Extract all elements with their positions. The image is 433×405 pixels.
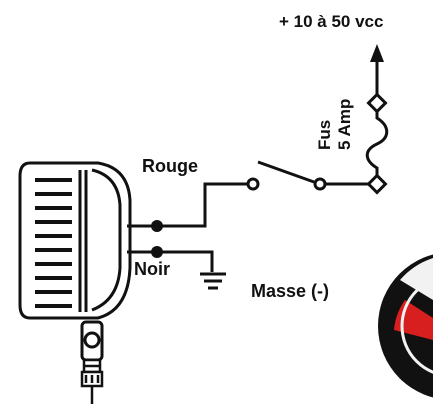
black-wire-label: Noir <box>134 259 170 279</box>
brand-badge: S <box>378 254 433 398</box>
supply-arrow <box>370 44 384 62</box>
work-lamp <box>18 161 132 404</box>
supply-label: + 10 à 50 vcc <box>279 12 383 31</box>
fuse-label-line2: 5 Amp <box>335 99 354 150</box>
red-wire-junction <box>151 220 163 232</box>
lamp-fins <box>35 178 72 308</box>
red-wire <box>127 182 252 232</box>
black-wire-junction <box>151 246 163 258</box>
fuse-symbol <box>365 62 389 195</box>
fuse-terminal-bottom <box>366 173 388 195</box>
fuse-label-line1: Fus <box>315 120 334 150</box>
black-wire <box>127 246 214 272</box>
fuse-terminal-top <box>366 92 388 114</box>
switch-symbol <box>246 160 327 191</box>
cable-gland <box>80 358 104 404</box>
switch-terminal-left <box>246 177 260 191</box>
ground-symbol <box>200 272 226 290</box>
red-wire-label: Rouge <box>142 156 198 176</box>
lamp-housing <box>18 161 132 320</box>
ground-label: Masse (-) <box>251 281 329 301</box>
switch-terminal-right <box>313 177 327 191</box>
